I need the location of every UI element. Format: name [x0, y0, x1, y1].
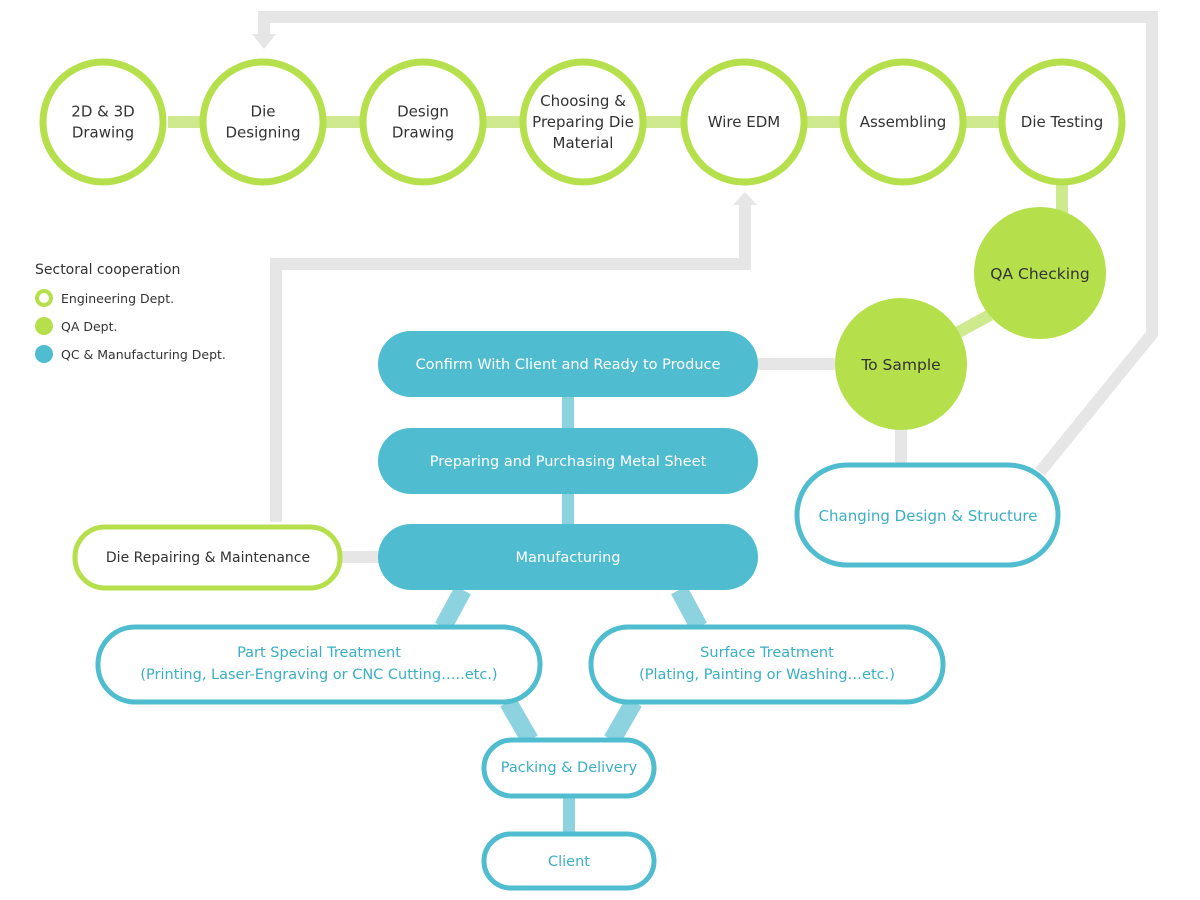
part-special-treatment-node: Part Special Treatment (Printing, Laser-…	[95, 624, 543, 705]
step-wire-edm: Wire EDM	[680, 58, 808, 186]
repair-return-line	[270, 205, 751, 522]
step-label: Material	[553, 134, 614, 152]
changing-design-label: Changing Design & Structure	[819, 507, 1038, 525]
surface-title: Surface Treatment	[700, 645, 834, 661]
confirm-label: Confirm With Client and Ready to Produce	[416, 357, 721, 373]
part-special-detail: (Printing, Laser-Engraving or CNC Cuttin…	[140, 667, 497, 683]
step-label: Die Testing	[1021, 113, 1103, 131]
step-die-testing: Die Testing	[998, 58, 1126, 186]
step-circle	[359, 58, 487, 186]
manufacturing-node: Manufacturing	[378, 524, 758, 590]
qa-checking-label: QA Checking	[990, 265, 1089, 283]
legend-qa-label: QA Dept.	[61, 318, 118, 334]
changing-design-node: Changing Design & Structure	[794, 462, 1061, 568]
to-sample-label: To Sample	[860, 356, 940, 374]
step-circle	[680, 58, 808, 186]
feedback-lines	[258, 11, 1158, 563]
legend-title: Sectoral cooperation	[35, 262, 181, 278]
qa-checking-node: QA Checking	[974, 207, 1106, 339]
die-repairing-node: Die Repairing & Maintenance	[72, 524, 343, 591]
step-label: Choosing &	[540, 92, 626, 110]
packing-node: Packing & Delivery	[481, 737, 657, 799]
engineering-steps: 2D & 3DDrawingDieDesigningDesignDrawingC…	[39, 58, 1126, 186]
step-label: 2D & 3D	[71, 103, 134, 121]
qa-dot-icon	[35, 317, 53, 335]
engineering-dot-icon	[35, 289, 53, 307]
step-label: Die	[251, 103, 276, 121]
step-circle	[39, 58, 167, 186]
legend-item-engineering: Engineering Dept.	[35, 284, 226, 312]
client-label: Client	[548, 854, 590, 870]
production-connectors	[435, 397, 707, 834]
manufacturing-label: Manufacturing	[516, 550, 621, 566]
step-label: Designing	[226, 124, 301, 142]
legend-item-qa: QA Dept.	[35, 312, 226, 340]
step-label: Assembling	[860, 113, 947, 131]
die-repairing-label: Die Repairing & Maintenance	[106, 550, 310, 566]
step-label: Drawing	[72, 124, 134, 142]
step-assembling: Assembling	[839, 58, 967, 186]
step-label: Design	[397, 103, 449, 121]
to-sample-node: To Sample	[835, 298, 967, 430]
arrow-up-icon	[733, 192, 757, 205]
step-label: Drawing	[392, 124, 454, 142]
legend-qc-label: QC & Manufacturing Dept.	[61, 346, 226, 362]
client-node: Client	[481, 831, 657, 891]
step-circle	[519, 58, 647, 186]
part-special-title: Part Special Treatment	[237, 645, 401, 661]
redesign-loop-line	[258, 11, 1158, 476]
step-label: Wire EDM	[708, 113, 780, 131]
arrow-down-icon	[252, 34, 276, 49]
legend-engineering-label: Engineering Dept.	[61, 290, 175, 306]
step-circle	[199, 58, 327, 186]
packing-label: Packing & Delivery	[501, 760, 638, 776]
preparing-label: Preparing and Purchasing Metal Sheet	[430, 454, 707, 470]
qc-dot-icon	[35, 345, 53, 363]
confirm-node: Confirm With Client and Ready to Produce	[378, 331, 758, 397]
step-label: Preparing Die	[532, 113, 634, 131]
legend: Sectoral cooperation Engineering Dept. Q…	[35, 262, 226, 368]
surface-treatment-node: Surface Treatment (Plating, Painting or …	[588, 624, 946, 705]
step-2d-3d-drawing: 2D & 3D Drawing	[39, 58, 167, 186]
surface-detail: (Plating, Painting or Washing…etc.)	[639, 667, 895, 683]
step-circle	[839, 58, 967, 186]
step-circle	[998, 58, 1126, 186]
preparing-node: Preparing and Purchasing Metal Sheet	[378, 428, 758, 494]
legend-item-qc: QC & Manufacturing Dept.	[35, 340, 226, 368]
